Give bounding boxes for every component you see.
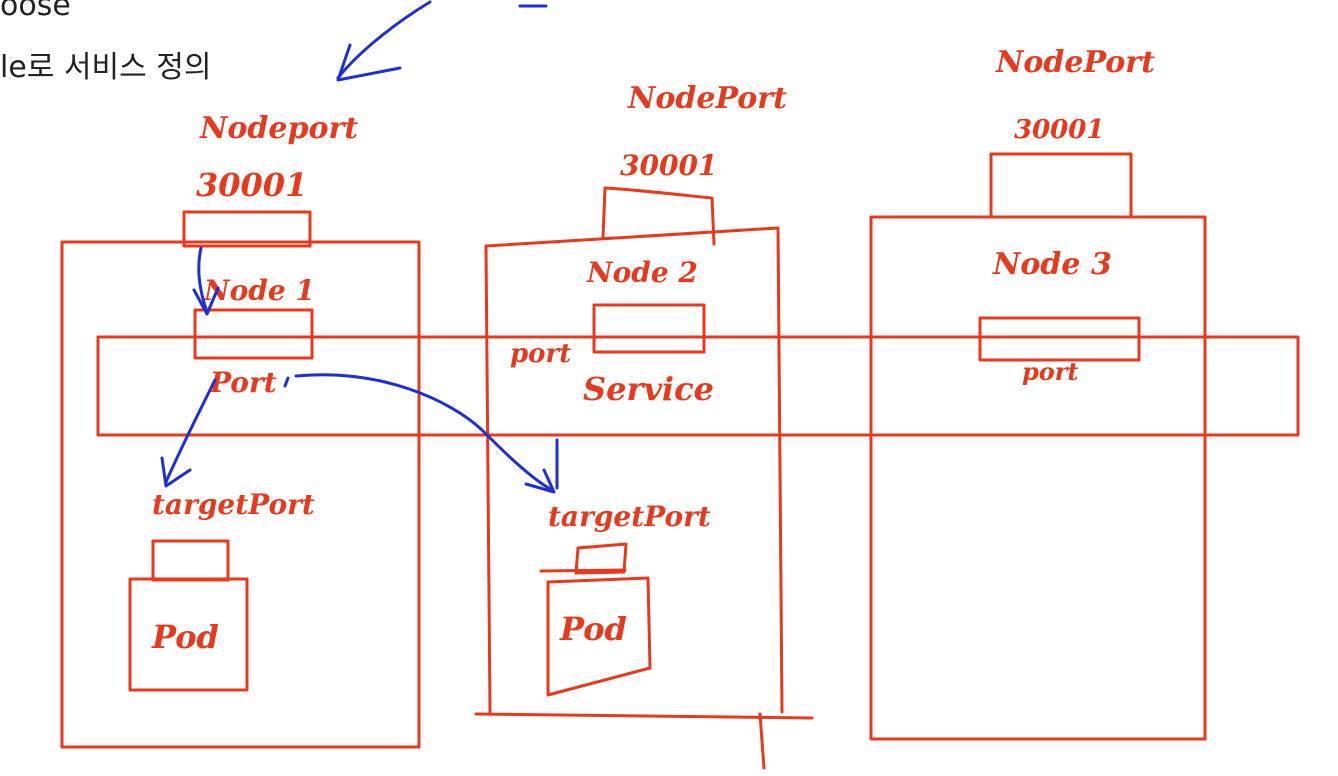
arrow-nodeport-to-port <box>197 246 209 314</box>
arrow-head-port-to-target-node1 <box>160 456 192 488</box>
arrow-to-slide-text <box>336 0 432 80</box>
arrow-port-to-target-node1 <box>164 378 217 484</box>
node1-box <box>60 240 421 749</box>
arrow-head-slide-text <box>336 43 402 82</box>
node1-target-port-box <box>151 539 230 582</box>
node3-nodeport-label: NodePort <box>995 45 1155 80</box>
node1-nodeport-label: Nodeport <box>199 111 358 146</box>
arrow-head-nodeport-to-port <box>192 286 220 316</box>
node2-target-port-box <box>574 542 628 575</box>
node3-nodeport-box <box>989 152 1133 219</box>
node1-pod-box <box>128 577 249 692</box>
node2-service-label: Service <box>583 370 714 408</box>
node2-box <box>474 226 814 720</box>
node2-nodeport-value: 30001 <box>620 149 717 182</box>
node3-node-label: Node 3 <box>992 247 1112 282</box>
node2-node-label: Node 2 <box>586 256 698 289</box>
slide-text-line-2: le로 서비스 정의 <box>0 50 212 85</box>
node3-nodeport-value: 30001 <box>1014 115 1104 145</box>
service-band <box>96 335 1300 437</box>
node3-port-box <box>978 316 1141 362</box>
arrow-port-to-target-node2 <box>294 373 554 492</box>
port-comma-mark <box>283 376 290 388</box>
node2-target-port-label: targetPort <box>548 500 711 533</box>
node2-pod-box <box>539 568 652 697</box>
node1-target-port-label: targetPort <box>152 488 315 521</box>
node1-pod-label: Pod <box>151 618 219 656</box>
node2-port-label: port <box>510 339 571 369</box>
node2-extend-line <box>758 712 766 770</box>
node3-port-label: port <box>1022 357 1079 386</box>
slide-text-line-1: oose <box>0 0 71 23</box>
node2-port-box <box>592 303 706 354</box>
node1-port-label: Port <box>209 366 277 399</box>
node1-node-label: Node 1 <box>203 274 315 307</box>
node2-nodeport-label: NodePort <box>627 81 787 116</box>
node2-pod-label: Pod <box>559 610 627 648</box>
node1-nodeport-value: 30001 <box>196 166 307 204</box>
arrow-head-port-to-target-node2 <box>524 468 556 494</box>
node2-nodeport-bracket <box>601 186 716 246</box>
node3-box <box>869 215 1207 741</box>
node1-port-box <box>193 308 314 360</box>
node1-nodeport-box <box>182 210 312 248</box>
